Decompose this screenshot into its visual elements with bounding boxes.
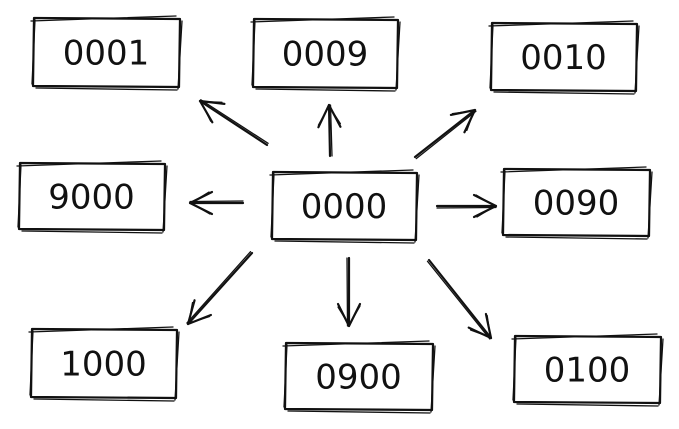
node-box: [500, 166, 653, 240]
arrow-center-to-n-top: [317, 103, 342, 158]
state-node-n-bottom-left: 1000: [28, 326, 180, 402]
node-label: 0900: [315, 358, 402, 398]
edges-layer: [186, 99, 498, 340]
node-box: [30, 15, 183, 91]
arrow-center-to-n-bottom-left: [186, 251, 254, 326]
node-box: [250, 16, 401, 92]
node-label: 1000: [60, 345, 147, 385]
node-label: 0000: [301, 187, 388, 227]
state-node-n-right: 0090: [500, 166, 653, 240]
node-label: 9000: [48, 178, 135, 218]
node-label: 0090: [533, 184, 620, 224]
arrow-center-to-n-top-right: [413, 108, 477, 160]
state-node-n-left: 9000: [16, 160, 168, 234]
state-node-n-bottom: 0900: [282, 340, 436, 414]
state-node-n-bottom-right: 0100: [511, 333, 664, 407]
node-box: [16, 160, 168, 234]
node-box: [282, 340, 436, 414]
state-node-n-top: 0009: [250, 16, 401, 92]
node-box: [28, 326, 180, 402]
node-label: 0009: [282, 35, 369, 75]
arrow-center-to-n-top-left: [198, 99, 269, 147]
state-node-n-top-right: 0010: [488, 20, 640, 95]
arrow-center-to-n-left: [188, 190, 245, 216]
node-label: 0100: [544, 351, 631, 391]
state-node-center: 0000: [269, 169, 420, 244]
node-label: 0010: [520, 38, 607, 78]
node-box: [269, 169, 420, 244]
node-label: 0001: [63, 34, 150, 74]
nodes-layer: 0000 0001 0009 0010 9000 0090 1000 0900 0100: [16, 15, 664, 414]
node-box: [488, 20, 640, 95]
node-box: [511, 333, 664, 407]
state-node-n-top-left: 0001: [30, 15, 183, 91]
arrow-center-to-n-bottom-right: [426, 258, 493, 340]
arrow-center-to-n-right: [435, 193, 498, 219]
arrow-center-to-n-bottom: [336, 256, 362, 328]
